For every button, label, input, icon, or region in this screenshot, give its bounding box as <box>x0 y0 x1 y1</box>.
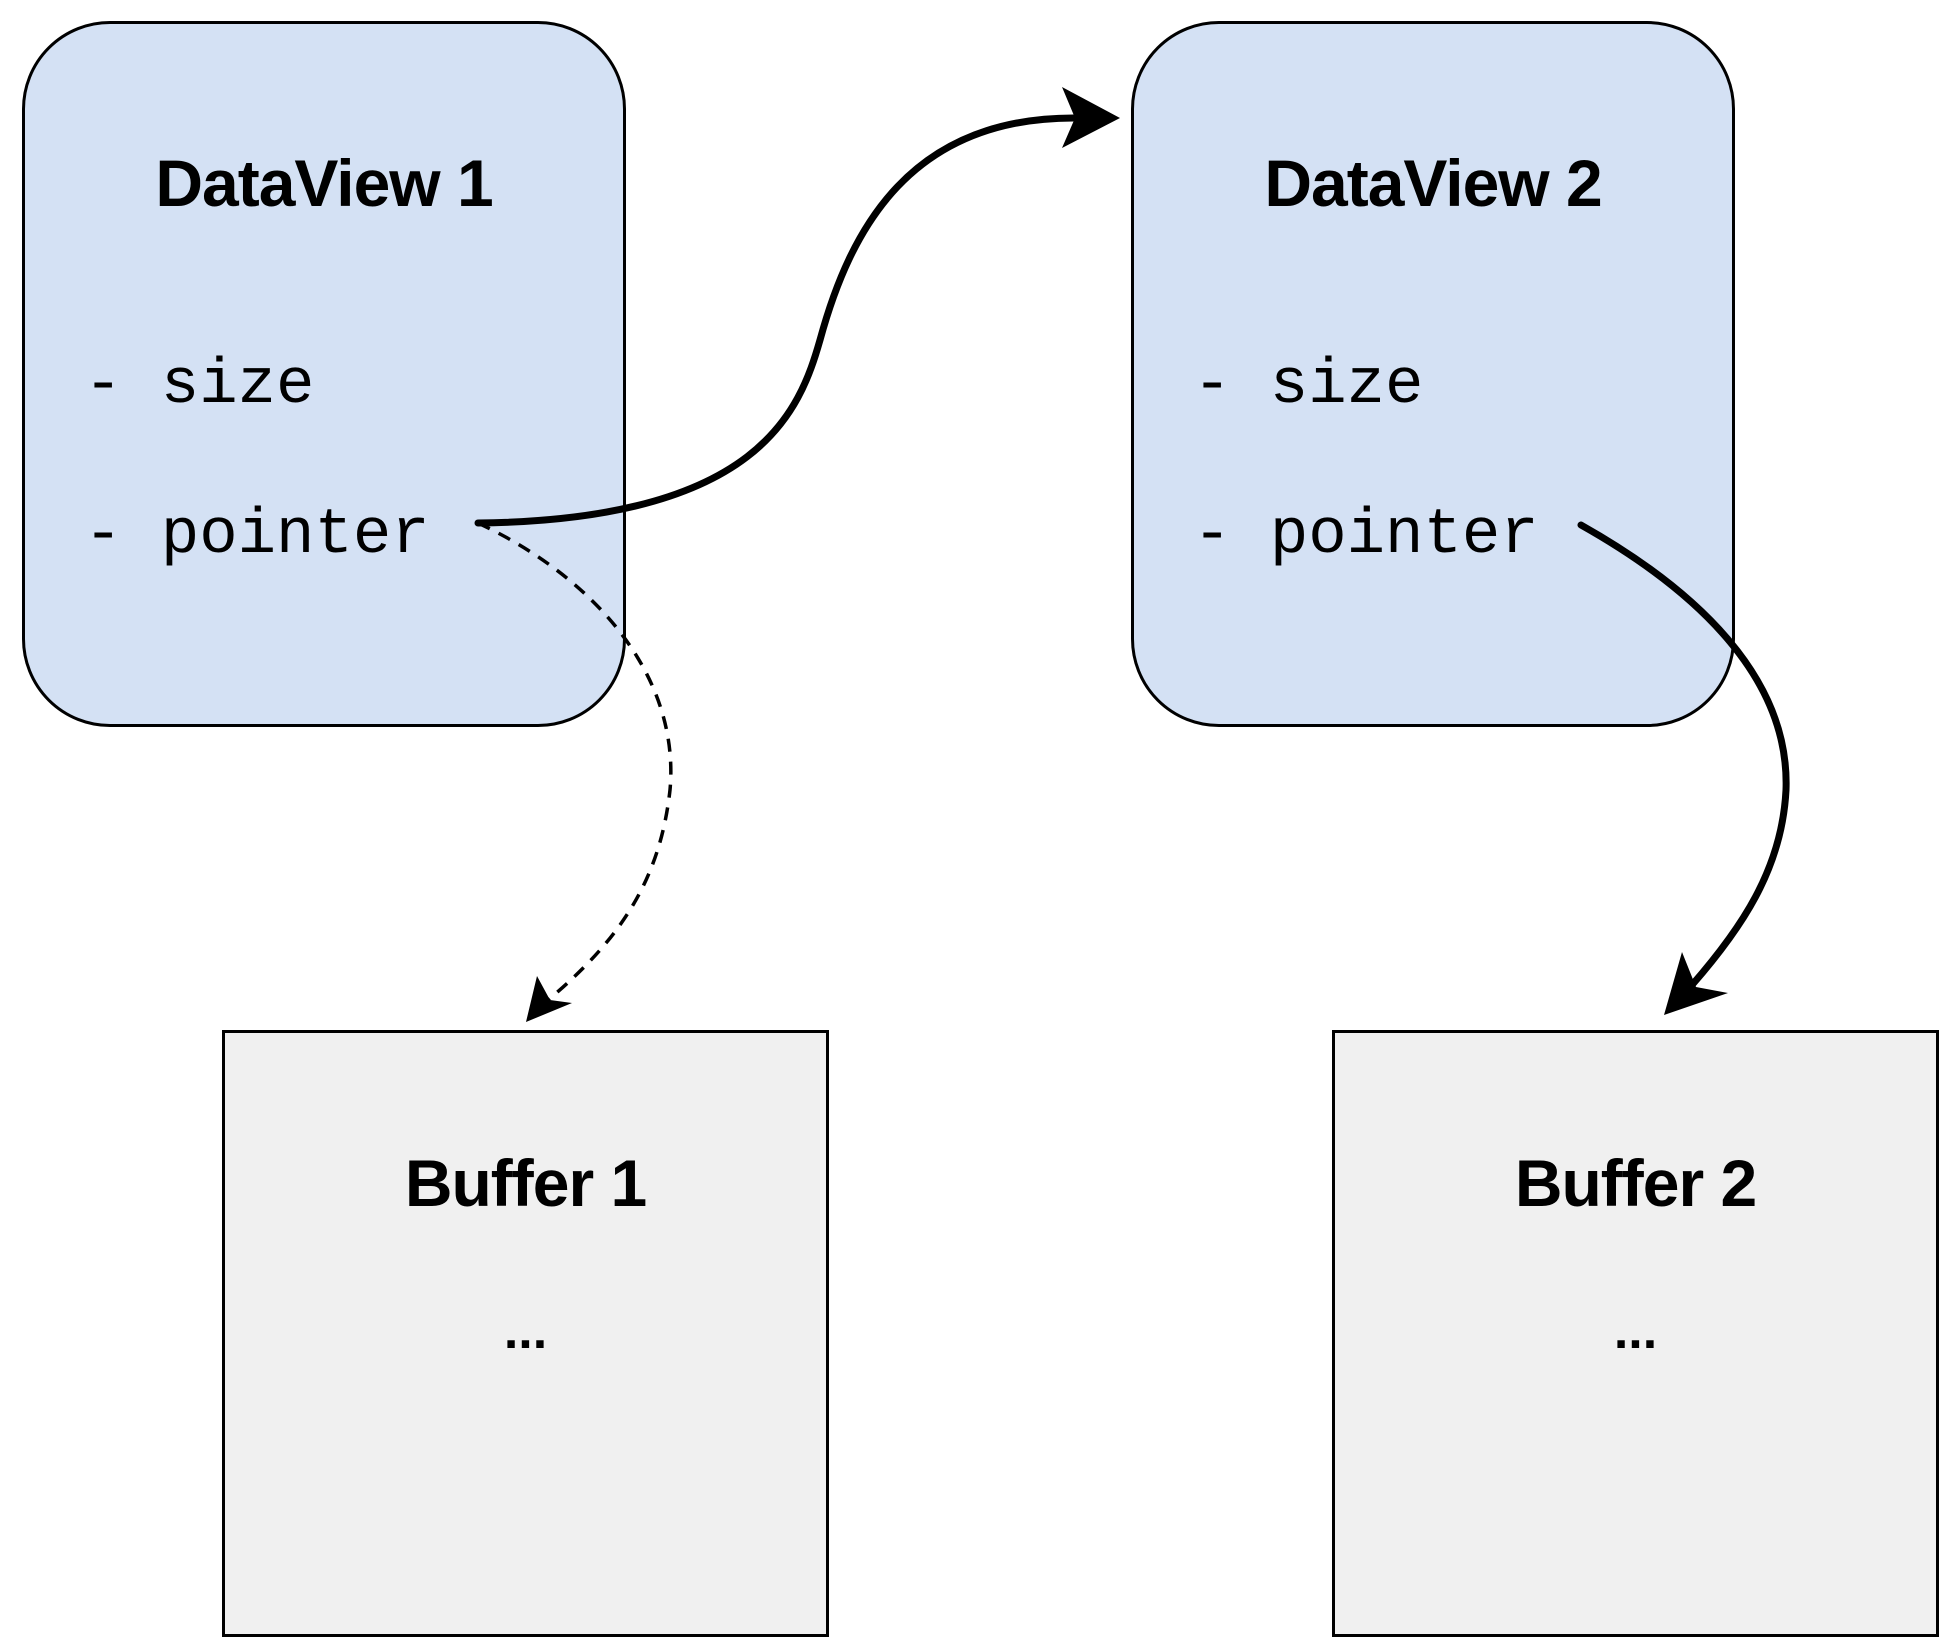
buffer-2-content: ... <box>1613 1302 1658 1360</box>
dataview-2-title: DataView 2 <box>1264 146 1602 220</box>
buffer-1-title: Buffer 1 <box>404 1146 647 1220</box>
dataview-1-title: DataView 1 <box>155 146 493 220</box>
buffer-1-content: ... <box>503 1302 548 1360</box>
arrowhead-buffer1 <box>526 976 572 1022</box>
buffer-1-node: Buffer 1 ... <box>222 1030 829 1637</box>
arrowhead-dataview2 <box>1062 87 1120 148</box>
buffer-2-title: Buffer 2 <box>1514 1146 1757 1220</box>
arrowhead-buffer2 <box>1664 952 1728 1015</box>
dataview-2-size-field: - size <box>1193 350 1424 422</box>
dataview-1-pointer-field: - pointer <box>84 500 430 572</box>
dataview-2-pointer-field: - pointer <box>1193 500 1539 572</box>
dataview-1-size-field: - size <box>84 350 315 422</box>
dataview-2-node: DataView 2 - size - pointer <box>1131 21 1735 727</box>
buffer-2-node: Buffer 2 ... <box>1332 1030 1939 1637</box>
dataview-1-node: DataView 1 - size - pointer <box>22 21 626 727</box>
